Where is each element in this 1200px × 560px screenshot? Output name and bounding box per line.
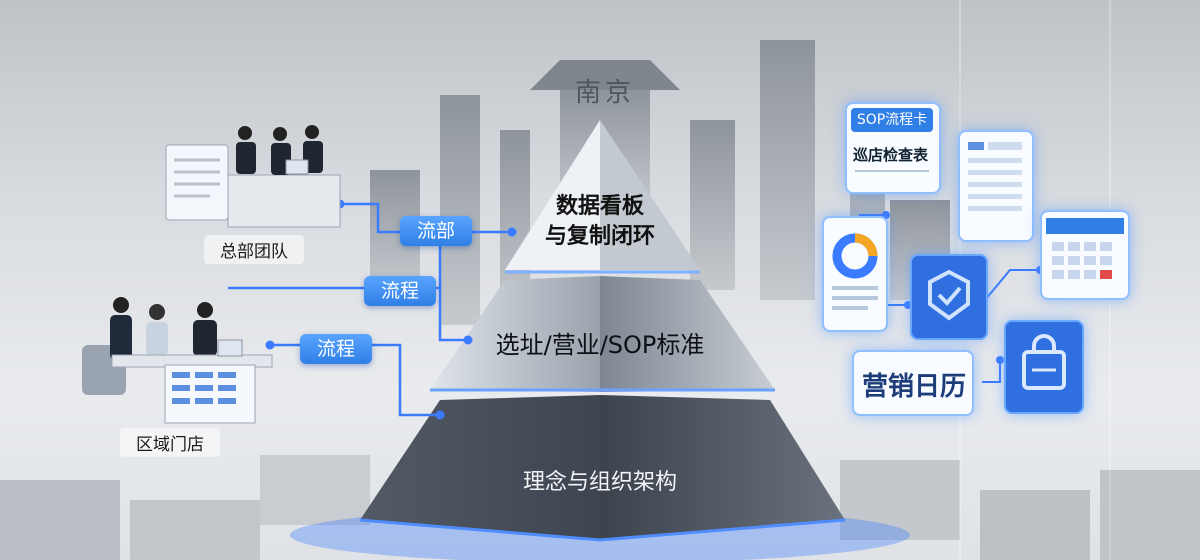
connector-line <box>228 286 470 342</box>
person-icon <box>197 302 213 318</box>
pyramid-tier-top-right <box>600 120 700 270</box>
pagoda-tower <box>690 120 735 290</box>
shopping-bag-card <box>1004 320 1084 414</box>
connector-dot <box>265 340 275 350</box>
connector-line <box>982 360 1001 383</box>
tag-flow-2: 流程 <box>364 276 436 306</box>
laptop-icon <box>217 339 243 357</box>
laptop-icon <box>285 159 309 175</box>
shield-app-card <box>910 254 988 340</box>
store-building <box>1100 470 1200 560</box>
connector-line <box>984 269 1040 301</box>
tier-edge-glow <box>359 518 601 542</box>
person-icon <box>149 304 165 320</box>
sop-card-title: SOP流程卡 <box>851 108 933 132</box>
pyramid-tier-middle-left <box>430 276 600 392</box>
skyline-sign: 南京 <box>574 78 635 108</box>
skyscraper-right <box>760 40 815 300</box>
connector-dot <box>507 227 517 237</box>
pyramid-tier-bottom-left <box>360 395 600 540</box>
connector-dot <box>435 410 445 420</box>
person-icon <box>273 127 287 141</box>
chart-report-card <box>822 216 888 332</box>
shopping-bag-icon <box>1022 334 1066 390</box>
document-card <box>958 130 1034 242</box>
store-building <box>130 500 260 560</box>
divider <box>855 170 929 172</box>
pyramid-bottom-label: 理念与组织架构 <box>522 470 677 495</box>
store-building <box>260 455 370 525</box>
inspection-checklist-label: 巡店检查表 <box>853 146 929 164</box>
gate-roof <box>530 60 680 90</box>
tag-flow-3: 流程 <box>300 334 372 364</box>
tag-flow-1: 流部 <box>400 216 472 246</box>
store-team-label: 区域门店 <box>120 428 220 457</box>
marketing-calendar-card: 营销日历 <box>852 350 974 416</box>
person-icon <box>146 322 168 356</box>
person-icon <box>193 320 217 356</box>
desk <box>227 174 341 228</box>
connector-dot <box>463 335 473 345</box>
tower-left <box>440 95 480 325</box>
person-icon <box>110 315 132 360</box>
person-icon <box>236 142 256 174</box>
person-icon <box>113 297 129 313</box>
tier-edge-glow <box>599 518 846 542</box>
document-icon <box>968 142 1022 211</box>
pyramid-top-label-line1: 数据看板 <box>555 194 644 219</box>
store-building <box>840 460 960 540</box>
pyramid-top-label-line2: 与复制闭环 <box>544 224 655 249</box>
pyramid-tier-bottom-right <box>600 395 845 540</box>
store-building <box>0 480 120 560</box>
shield-check-icon <box>928 269 970 321</box>
pyramid-tier-middle-right <box>600 276 775 392</box>
pyramid-tier-top-left <box>505 120 600 270</box>
calendar-icon <box>1046 218 1124 279</box>
marketing-calendar-label: 营销日历 <box>862 372 967 402</box>
calendar-card <box>1040 210 1130 300</box>
store-building <box>980 490 1090 560</box>
hq-team-label: 总部团队 <box>204 235 304 264</box>
person-icon <box>305 125 319 139</box>
person-icon <box>238 126 252 140</box>
donut-chart-icon <box>832 233 878 310</box>
sop-card: SOP流程卡 巡店检查表 <box>845 102 941 194</box>
pyramid-middle-label: 选址/营业/SOP标准 <box>495 331 705 359</box>
